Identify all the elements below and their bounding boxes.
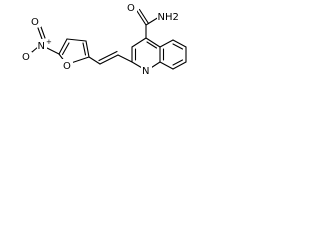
bond-vinyl-double-a: [99, 54, 119, 65]
bond-c4-c4a: [145, 37, 161, 48]
chemical-structure-diagram: NH2 O N O O - N + O: [21, 1, 187, 77]
bond-carbonyl-o-double-a: [136, 10, 147, 26]
nitro-group: [31, 26, 60, 55]
bond-furan-c4-c5: [58, 38, 68, 55]
bond-c4-c4a-inner: [146, 41, 158, 49]
bond-furan-c2-c3: [85, 40, 90, 58]
bond-c8-c8a: [159, 61, 174, 70]
positive-charge-label: +: [46, 38, 52, 46]
bond-c4a-c5: [159, 39, 174, 48]
bond-c5-c6: [172, 39, 187, 48]
bond-furan-c2-c3-inner: [82, 42, 87, 56]
atom-labels: NH2 O N O O - N + O: [21, 1, 183, 77]
bond-c2-vinyl: [117, 54, 133, 63]
bond-c7-c8: [172, 61, 187, 70]
carboxamide-bonds: [136, 8, 160, 39]
bond-furan-c3-c4: [66, 38, 87, 42]
nitro-oxygen-anion-label: O: [22, 52, 30, 63]
furan-oxygen-label: O: [63, 61, 71, 72]
bond-nitro-n-o-double-b: [40, 26, 46, 39]
negative-charge-label: -: [31, 48, 34, 56]
bond-furan-nitro-n: [46, 47, 60, 55]
bond-carbonyl-n: [145, 16, 160, 26]
bond-vinyl-furan: [88, 56, 101, 65]
nitro-oxygen-label: O: [31, 17, 39, 28]
bond-furan-c2-o: [70, 56, 90, 64]
bond-vinyl-double-b: [98, 50, 118, 62]
nitro-nitrogen-label: N: [38, 41, 45, 52]
carbonyl-oxygen-label: O: [127, 3, 135, 14]
quinoline-nitrogen-label: N: [142, 66, 149, 77]
bond-carbonyl-o-double-b: [138, 8, 150, 25]
bond-c7-c8-inner: [172, 59, 184, 66]
quinoline-benzene-ring: [159, 39, 187, 70]
quinoline-pyridine-ring: [131, 37, 161, 70]
vinyl-linker: [88, 50, 133, 65]
bond-nitro-n-o-double-a: [37, 27, 43, 40]
bond-furan-c4-c5-inner: [61, 42, 70, 56]
amide-nitrogen-label: NH2: [158, 12, 179, 23]
furan-ring: [58, 38, 90, 64]
bond-c5-c6-inner: [172, 43, 184, 50]
bond-c4-c3: [131, 37, 147, 48]
